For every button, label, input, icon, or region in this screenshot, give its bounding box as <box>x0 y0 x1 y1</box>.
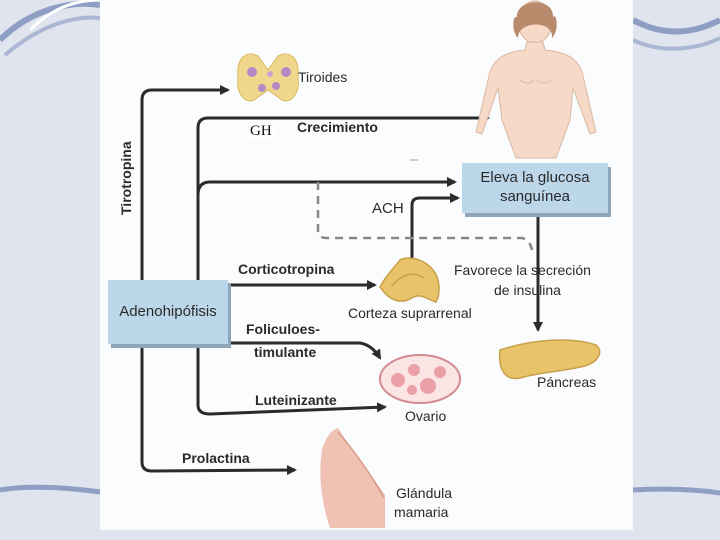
arrow-crecimiento <box>196 113 490 282</box>
label-glandula-line2: mamaria <box>394 504 449 520</box>
label-prolactina: Prolactina <box>182 450 250 466</box>
label-ovario: Ovario <box>405 408 447 424</box>
decorative-swoosh <box>632 486 720 496</box>
decorative-swoosh <box>0 0 101 43</box>
decorative-swoosh <box>28 0 101 32</box>
pancreas-illustration <box>498 339 601 380</box>
label-crecimiento: Crecimiento <box>297 119 378 135</box>
human-body-illustration <box>475 0 597 159</box>
label-tiroides: Tiroides <box>298 69 348 85</box>
arrow-foliculoestimulante <box>225 341 382 360</box>
glucosa-box: Eleva la glucosa sanguínea <box>462 163 608 213</box>
arrow-tirotropina <box>140 85 230 282</box>
decorative-swoosh <box>3 15 101 57</box>
arrow-luteinizante <box>196 345 387 416</box>
adrenal-cortex-illustration <box>379 257 440 303</box>
adenohipofisis-label: Adenohipófisis <box>119 302 217 320</box>
ovary-illustration <box>379 354 461 404</box>
label-corteza: Corteza suprarrenal <box>348 305 472 321</box>
adenohipofisis-box: Adenohipófisis <box>108 280 228 344</box>
label-insulina-line1: Favorece la secreción <box>454 262 591 278</box>
dashed-feedback-line <box>316 182 534 251</box>
glucosa-label-line1: Eleva la glucosa <box>480 169 590 187</box>
arrow-glucosa <box>196 177 457 196</box>
label-luteinizante: Luteinizante <box>255 392 337 408</box>
label-insulina-line2: de insulina <box>494 282 561 298</box>
label-pancreas: Páncreas <box>537 374 597 390</box>
label-ach: ACH <box>372 200 404 217</box>
decorative-swoosh <box>631 17 720 35</box>
label-gh: GH <box>248 123 274 140</box>
glucosa-label-line2: sanguínea <box>499 188 571 205</box>
thyroid-illustration <box>237 53 299 102</box>
decorative-swoosh <box>0 484 101 495</box>
label-corticotropina: Corticotropina <box>238 261 335 277</box>
decorative-swoosh <box>632 36 720 51</box>
label-foliculoestimulante-line2: timulante <box>254 344 317 360</box>
label-glandula-line1: Glándula <box>396 485 453 501</box>
label-tirotropina: Tirotropina <box>118 141 134 215</box>
arrow-ach <box>410 193 460 262</box>
arrow-prolactina <box>140 345 297 476</box>
mammary-gland-illustration <box>320 428 385 528</box>
label-foliculoestimulante-line1: Foliculoes- <box>246 321 320 337</box>
